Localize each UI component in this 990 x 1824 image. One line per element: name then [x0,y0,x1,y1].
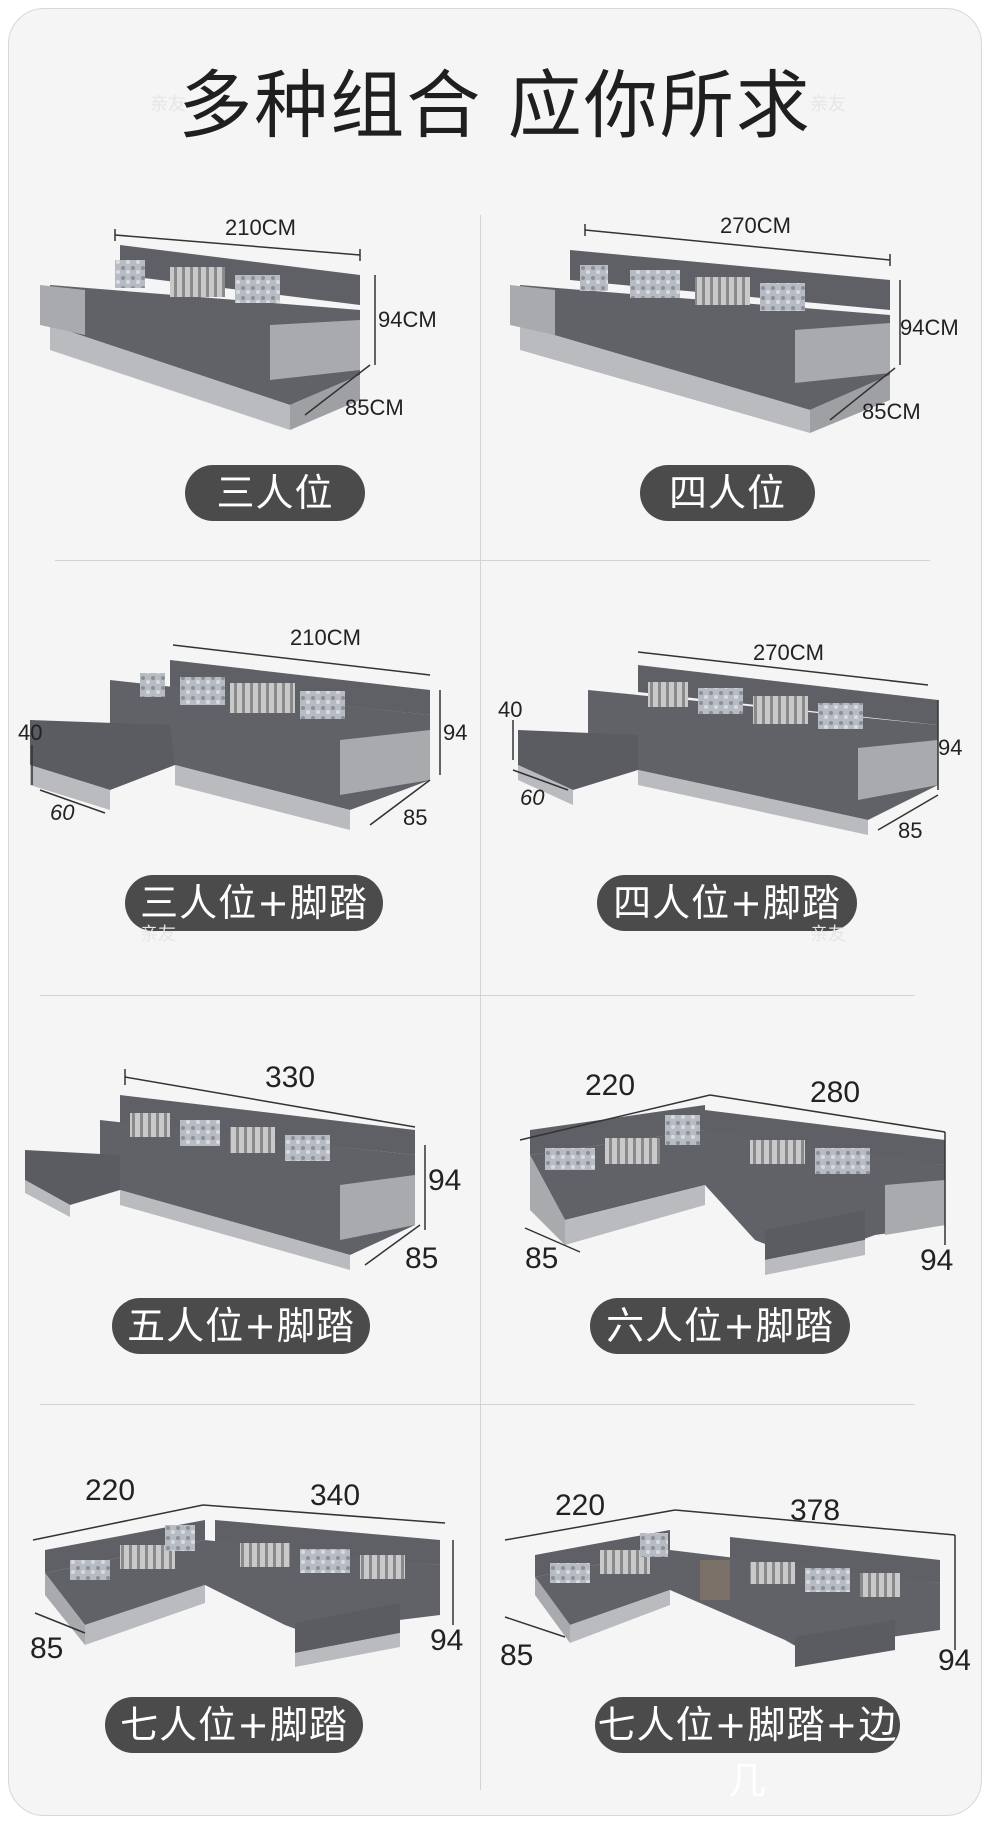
row-divider [55,560,930,561]
dim-height: 94 [428,1164,461,1197]
watermark: 亲友 [140,924,176,945]
watermark: 亲友 [810,94,846,115]
dim-ottoman-width: 60 [50,800,75,825]
watermark: 亲友 [150,94,186,115]
dim-left-width: 220 [585,1069,635,1102]
sofa-4-seat-ottoman-image: 270CM 94 85 40 60 [498,640,962,843]
dim-depth: 85 [525,1242,558,1275]
sofa-5-seat-ottoman-image: 330 94 85 [25,1061,461,1275]
sofa-3-seat-image: 210CM 94CM 85CM [40,215,437,430]
dim-depth: 85 [403,805,427,830]
dim-depth: 85 [898,818,922,843]
dim-ottoman-height: 40 [18,720,42,745]
page-title: 多种组合 应你所求 [178,63,812,149]
dim-depth: 85 [30,1632,63,1665]
dim-width: 270CM [720,213,791,238]
sofa-7-seat-ottoman-table-image: 220 378 85 94 [500,1489,970,1677]
dim-height: 94 [938,1644,970,1677]
option-label: 四人位+脚踏 [597,875,857,931]
option-label: 七人位+脚踏+边几 [595,1697,900,1803]
dim-height: 94 [443,720,467,745]
dim-height: 94CM [900,315,959,340]
dim-height: 94 [938,735,962,760]
dim-depth: 85CM [345,395,404,420]
option-label: 五人位+脚踏 [112,1298,370,1354]
dim-height: 94 [430,1624,463,1657]
watermark: 亲友 [810,924,846,945]
sofa-6-seat-ottoman-image: 220 280 85 94 [519,1069,953,1277]
dim-depth: 85 [405,1242,438,1275]
sofa-7-seat-ottoman-image: 220 340 85 94 [30,1474,463,1667]
dim-depth: 85CM [862,399,921,424]
dim-ottoman-height: 40 [498,697,522,722]
row-divider [40,995,915,996]
option-label: 三人位+脚踏 [125,875,383,931]
sofa-3-seat-ottoman-image: 210CM 94 85 40 60 [18,625,467,830]
option-label: 六人位+脚踏 [590,1298,850,1354]
column-divider [480,215,481,1790]
option-label: 七人位+脚踏 [105,1697,363,1753]
dim-height: 94CM [378,307,437,332]
dim-left-width: 220 [85,1474,135,1507]
dim-depth: 85 [500,1639,533,1672]
sofa-4-seat-image: 270CM 94CM 85CM [510,213,959,433]
option-label: 四人位 [640,465,815,521]
dim-width: 210CM [225,215,296,240]
row-divider [40,1404,915,1405]
dim-width: 330 [265,1061,315,1094]
dim-right-width: 280 [810,1076,860,1109]
dim-right-width: 378 [790,1494,840,1527]
dim-left-width: 220 [555,1489,605,1522]
dim-right-width: 340 [310,1479,360,1512]
dim-ottoman-width: 60 [520,785,545,810]
dim-width: 270CM [753,640,824,665]
dim-height: 94 [920,1244,953,1277]
option-label: 三人位 [185,465,365,521]
dim-width: 210CM [290,625,361,650]
